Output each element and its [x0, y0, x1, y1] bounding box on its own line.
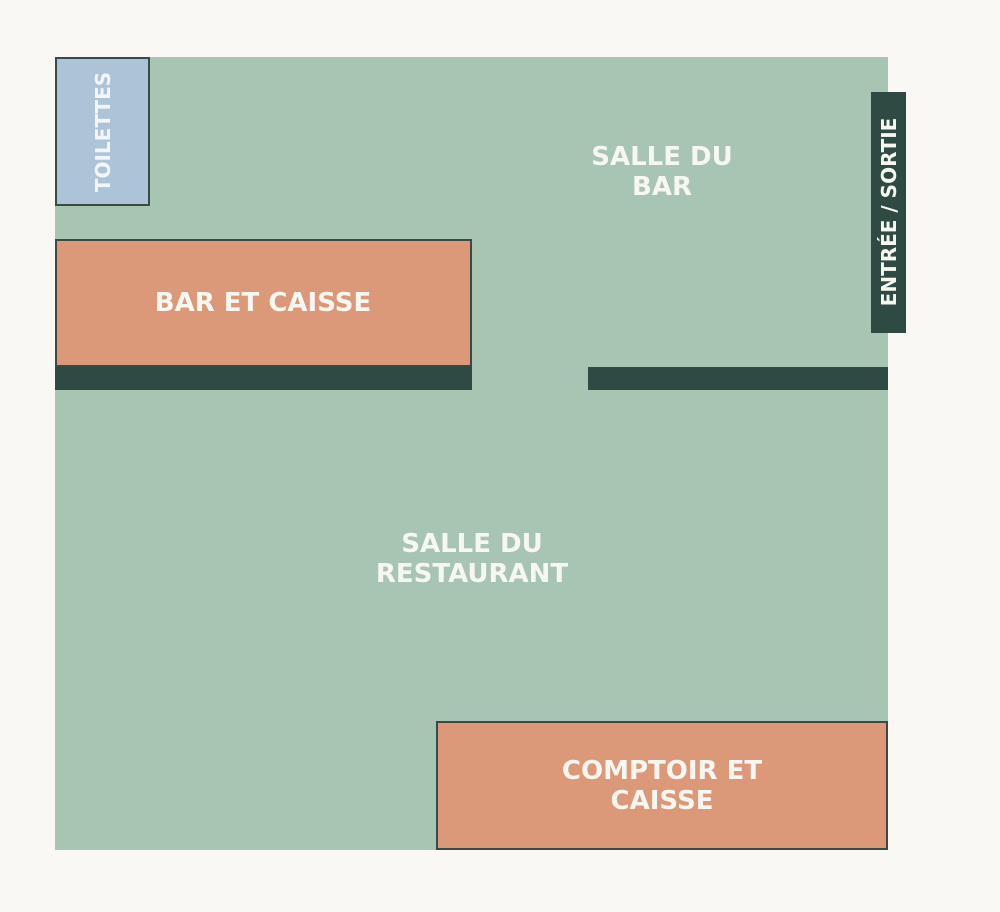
toilets-label: TOILETTES: [91, 71, 115, 193]
bar-room-label-line-2: BAR: [632, 172, 692, 202]
restaurant-room-label-line-2: RESTAURANT: [375, 559, 569, 589]
comptoir-area: [436, 721, 888, 850]
restaurant-room-label: SALLE DU RESTAURANT: [376, 529, 568, 589]
bar-counter-label: BAR ET CAISSE: [154, 288, 372, 318]
entrance-door: [871, 92, 906, 333]
restaurant-room-label-line-1: SALLE DU: [401, 529, 543, 559]
entrance-label: ENTRÉE / SORTIE: [877, 117, 901, 307]
comptoir-label: COMPTOIR ET CAISSE: [562, 756, 762, 816]
bar-room-label: SALLE DU BAR: [591, 142, 733, 202]
comptoir-label-line-2: CAISSE: [610, 786, 714, 816]
floor-plan: [55, 57, 888, 850]
divider-wall-right: [588, 367, 888, 390]
bar-room-label-line-1: SALLE DU: [591, 142, 733, 172]
comptoir-label-line-1: COMPTOIR ET: [561, 756, 763, 786]
divider-wall-left: [55, 367, 472, 390]
toilets-room: [55, 57, 150, 206]
bar-counter-area: [55, 239, 472, 367]
